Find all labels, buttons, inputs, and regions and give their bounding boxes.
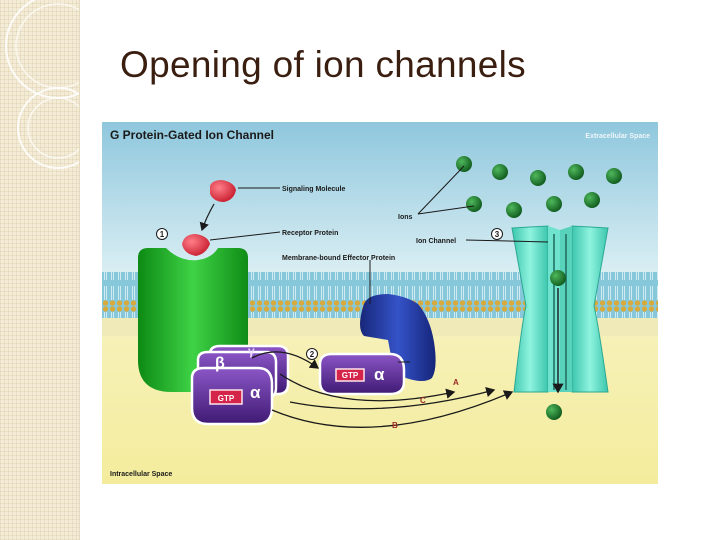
step-1-marker: 1 <box>156 228 168 240</box>
figure-title: G Protein-Gated Ion Channel <box>110 128 274 142</box>
ion <box>606 168 622 184</box>
pathway-arrow-a <box>279 373 456 402</box>
alpha-subunit-label-effector: α <box>374 365 385 384</box>
arrow-label-b: B <box>392 421 398 430</box>
extracellular-ions <box>456 156 622 218</box>
diagram-canvas: β γ α GTP GTP α <box>102 122 658 484</box>
arrow-label-a: A <box>453 378 459 387</box>
alpha-subunit-label: α <box>250 383 261 402</box>
signaling-molecule <box>210 180 236 202</box>
ion <box>530 170 546 186</box>
svg-text:3: 3 <box>495 230 500 239</box>
pathway-arrow-c <box>289 386 496 410</box>
ligand-binding-arrow <box>199 203 215 232</box>
intracellular-label: Intracellular Space <box>110 471 172 478</box>
ion-intracellular <box>546 404 562 420</box>
pathway-arrow-b <box>271 390 514 428</box>
g-protein-diagram: β γ α GTP GTP α <box>102 122 658 484</box>
ion-channel <box>511 225 609 393</box>
svg-text:2: 2 <box>310 350 315 359</box>
beta-subunit-label: β <box>215 355 225 372</box>
gamma-subunit-label: γ <box>248 344 255 358</box>
activated-alpha-subunit <box>318 352 406 396</box>
gtp-label-effector: GTP <box>342 371 359 380</box>
decorative-side-band <box>0 0 80 540</box>
signaling-molecule-label: Signaling Molecule <box>282 186 346 193</box>
ion <box>506 202 522 218</box>
ions-label: Ions <box>398 214 412 221</box>
gtp-tag-effector <box>335 368 365 382</box>
g-protein-complex <box>190 344 290 426</box>
slide-title: Opening of ion channels <box>120 44 526 85</box>
alpha-release-arrow <box>251 351 320 369</box>
ion <box>568 164 584 180</box>
gtp-label-receptor: GTP <box>218 394 235 403</box>
receptor-protein-label: Receptor Protein <box>282 230 338 237</box>
ion <box>456 156 472 172</box>
ion <box>466 196 482 212</box>
svg-text:1: 1 <box>160 230 165 239</box>
ion-in-channel <box>550 270 566 286</box>
extracellular-label: Extracellular Space <box>585 133 650 140</box>
step-2-marker: 2 <box>306 348 318 360</box>
effector-protein-label: Membrane-bound Effector Protein <box>282 255 395 262</box>
ion <box>546 196 562 212</box>
decorative-circles <box>5 0 79 169</box>
ion-channel-label: Ion Channel <box>416 238 456 245</box>
ion <box>492 164 508 180</box>
ion <box>584 192 600 208</box>
step-3-marker: 3 <box>491 228 503 240</box>
bound-ligand <box>182 234 210 256</box>
effector-protein <box>360 294 436 381</box>
gtp-tag-receptor <box>209 389 243 405</box>
arrow-label-c: C <box>420 396 426 405</box>
